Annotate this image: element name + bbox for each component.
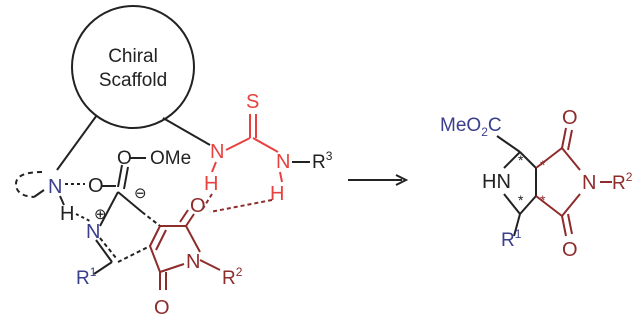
maleimide-oxygen-bottom: O — [154, 297, 170, 319]
thiourea-n2: N — [276, 151, 290, 173]
prod-imide-o2 — [561, 215, 567, 237]
maleimide — [149, 209, 221, 290]
ring-bond — [33, 189, 45, 198]
scaffold-label-line2: Scaffold — [99, 70, 167, 91]
product-r2: R2 — [612, 170, 633, 194]
amine-nitrogen: N — [48, 176, 62, 198]
maleimide-co-top — [185, 213, 195, 227]
prod-ring-c1-c2 — [519, 151, 537, 169]
ring-n-c1-delocal — [99, 237, 117, 259]
ring-n-c2 — [99, 191, 119, 227]
maleimide-co2-n — [159, 263, 185, 273]
product-succinimide — [535, 127, 612, 237]
ester-oxygen: O — [88, 175, 104, 197]
hbond-thiourea-1 — [201, 193, 213, 211]
amine-hydrogen: H — [60, 203, 74, 225]
negative-charge: ⊖ — [134, 185, 147, 202]
prod-ring-c1-n — [503, 151, 521, 169]
prod-ring-n-c4 — [503, 193, 521, 215]
product-ester: MeO2C — [440, 115, 502, 139]
thiourea-h2: H — [270, 183, 284, 205]
forming-bond-2 — [141, 211, 161, 227]
r2-group: R2 — [222, 265, 243, 289]
prod-imide-c-co2 — [535, 195, 563, 217]
prod-imide-o2-double — [567, 213, 573, 235]
ester-c-o-bond — [117, 164, 123, 188]
imide-nitrogen: N — [186, 251, 200, 273]
maleimide-co-top-double — [179, 209, 189, 223]
prod-imide-c-co1 — [535, 147, 563, 169]
product-imide-nitrogen: N — [582, 172, 596, 194]
thiourea-h1: H — [204, 173, 218, 195]
tether-to-amine — [56, 114, 98, 171]
stereo-star-2: * — [518, 192, 524, 208]
prod-r1-bond — [513, 213, 521, 237]
thiourea-n1: N — [210, 141, 224, 163]
positive-charge: ⊕ — [94, 206, 107, 223]
product-oxygen-bottom: O — [562, 239, 578, 261]
prod-imide-o1-double — [567, 129, 573, 151]
thiourea-sulfur: S — [246, 91, 259, 113]
ring-n-c1 — [95, 239, 113, 263]
reaction-arrow-head — [395, 174, 409, 186]
maleimide-cc-double — [155, 229, 167, 251]
r3-group: R3 — [312, 149, 333, 173]
methoxy-label: OMe — [150, 148, 191, 169]
carbonyl-oxygen: O — [117, 148, 132, 169]
hbond-thiourea-2 — [209, 199, 273, 213]
prod-imide-co2-n — [561, 193, 581, 217]
product-ester-bond — [496, 135, 521, 153]
forming-bond-1 — [117, 245, 151, 263]
stereo-star-1: * — [518, 152, 524, 168]
stereo-star-3: * — [540, 157, 546, 173]
thiourea-c-n2 — [252, 137, 279, 153]
pyrrolidine-ring-dashed — [14, 171, 43, 198]
prod-ring-c4-c3 — [519, 195, 537, 215]
stereo-star-4: * — [540, 192, 546, 208]
ring-c2-c3 — [117, 191, 143, 213]
iminium-nitrogen: N — [86, 221, 100, 243]
thiourea-n1-c — [225, 137, 251, 151]
thiourea-nh2-bond — [279, 171, 283, 183]
scaffold-label-line1: Chiral — [108, 46, 158, 67]
tether-to-thiourea — [162, 117, 211, 146]
product-hn: HN — [482, 171, 511, 193]
prod-imide-co1-n — [561, 147, 581, 171]
chiral-scaffold-circle — [71, 5, 195, 129]
r1-bond — [93, 261, 113, 275]
imide-n-r2-bond — [199, 259, 221, 271]
maleimide-co-n — [185, 225, 201, 253]
product-oxygen-top: O — [562, 107, 578, 129]
product-pyrrolidine — [503, 151, 537, 237]
prod-imide-o1 — [561, 127, 567, 149]
r1-group: R1 — [76, 265, 97, 289]
maleimide-cc — [149, 225, 161, 247]
n-h-bond — [59, 195, 65, 206]
ester-c-o-double — [123, 166, 129, 190]
hbond-h-iminium — [75, 213, 93, 223]
thiourea-nh1-bond — [211, 161, 217, 173]
product-r1: R1 — [501, 227, 522, 251]
maleimide-c-co2 — [149, 245, 161, 273]
maleimide-oxygen-top: O — [190, 195, 206, 217]
